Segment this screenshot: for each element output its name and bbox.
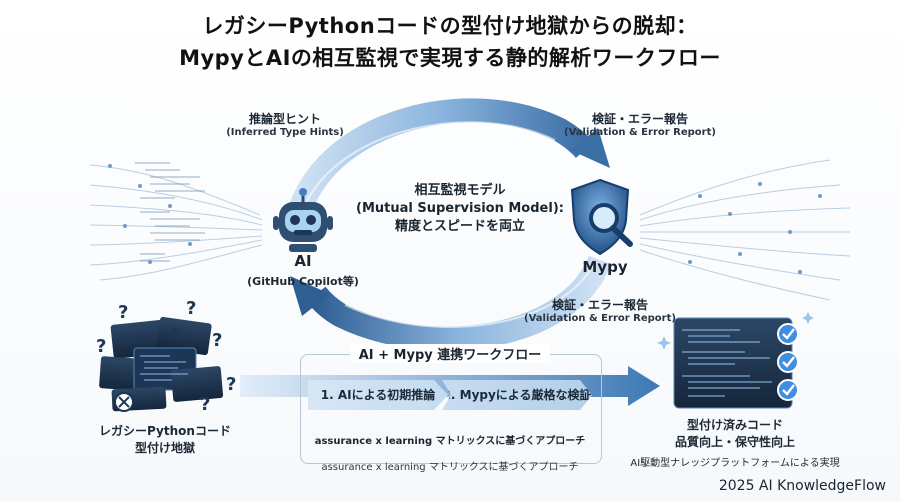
ai-name: AI [294, 252, 312, 270]
validation-top-en: (Validation & Error Report) [564, 127, 716, 138]
footer-credit: 2025 AI KnowledgeFlow [718, 478, 886, 494]
result-label: 型付け済みコード 品質向上・保守性向上 AI駆動型ナレッジプラットフォームによる… [620, 416, 850, 469]
result-line-3: AI駆動型ナレッジプラットフォームによる実現 [630, 458, 840, 469]
left-code-lines [135, 162, 205, 262]
inferred-hints-en: (Inferred Type Hints) [226, 127, 344, 138]
check-icons [777, 323, 799, 401]
title-line-1: レガシーPythonコードの型付け地獄からの脱却： [202, 14, 698, 38]
result-line-1: 型付け済みコード [686, 418, 783, 432]
approach-text: assurance x learning マトリックスに基づくアプローチ [321, 462, 579, 473]
mutual-supervision-label: 相互監視モデル (Mutual Supervision Model): 精度とス… [330, 182, 590, 236]
svg-text:?: ? [186, 298, 196, 319]
approach-bold-text: assurance x learning マトリックスに基づくアプローチ [314, 436, 586, 447]
svg-text:?: ? [226, 374, 236, 395]
inferred-hints-jp: 推論型ヒント [248, 112, 321, 126]
bottom-arc-arrow [290, 255, 612, 351]
ai-label: AI (GitHub Copilot等) [233, 252, 373, 289]
center-line-1: 相互監視モデル [414, 183, 506, 198]
legacy-code-stack: ??? ??? ? [96, 298, 236, 415]
result-line-2: 品質向上・保守性向上 [674, 435, 795, 449]
svg-text:?: ? [170, 326, 178, 342]
center-line-2: (Mutual Supervision Model): [356, 201, 564, 216]
shield-magnifier-icon [570, 178, 633, 256]
robot-icon [273, 188, 333, 252]
top-arc-arrow [288, 98, 610, 215]
center-line-3: 精度とスピードを両立 [394, 219, 525, 234]
step-mypy-validation: 2. Mypyによる厳格な検証 [442, 380, 592, 410]
mypy-name: Mypy [582, 258, 628, 276]
validation-bottom-label: 検証・エラー報告 (Validation & Error Report) [515, 296, 685, 324]
title-line-2: MypyとAIの相互監視で実現する静的解析ワークフロー [179, 46, 721, 70]
typed-code-panel [657, 312, 814, 409]
mypy-label: Mypy [560, 258, 650, 276]
legacy-line-2: 型付け地獄 [134, 441, 195, 455]
step-ai-inference: 1. AIによる初期推論 [308, 380, 448, 410]
legacy-line-1: レガシーPythonコード [99, 424, 231, 438]
validation-top-jp: 検証・エラー報告 [591, 112, 688, 126]
validation-top-label: 検証・エラー報告 (Validation & Error Report) [555, 110, 725, 138]
legacy-label: レガシーPythonコード 型付け地獄 [85, 422, 245, 456]
svg-text:?: ? [200, 394, 210, 415]
right-network-lines [639, 159, 851, 301]
workflow-title: AI + Mypy 連携ワークフロー [350, 344, 550, 363]
svg-text:?: ? [118, 302, 128, 323]
svg-text:?: ? [96, 336, 106, 357]
left-network-nodes [108, 164, 192, 264]
right-network-nodes [688, 182, 822, 274]
inferred-hints-label: 推論型ヒント (Inferred Type Hints) [215, 110, 355, 138]
ai-sub: (GitHub Copilot等) [247, 275, 359, 288]
validation-bottom-en: (Validation & Error Report) [524, 313, 676, 324]
svg-text:?: ? [212, 330, 222, 351]
validation-bottom-jp: 検証・エラー報告 [551, 298, 648, 312]
